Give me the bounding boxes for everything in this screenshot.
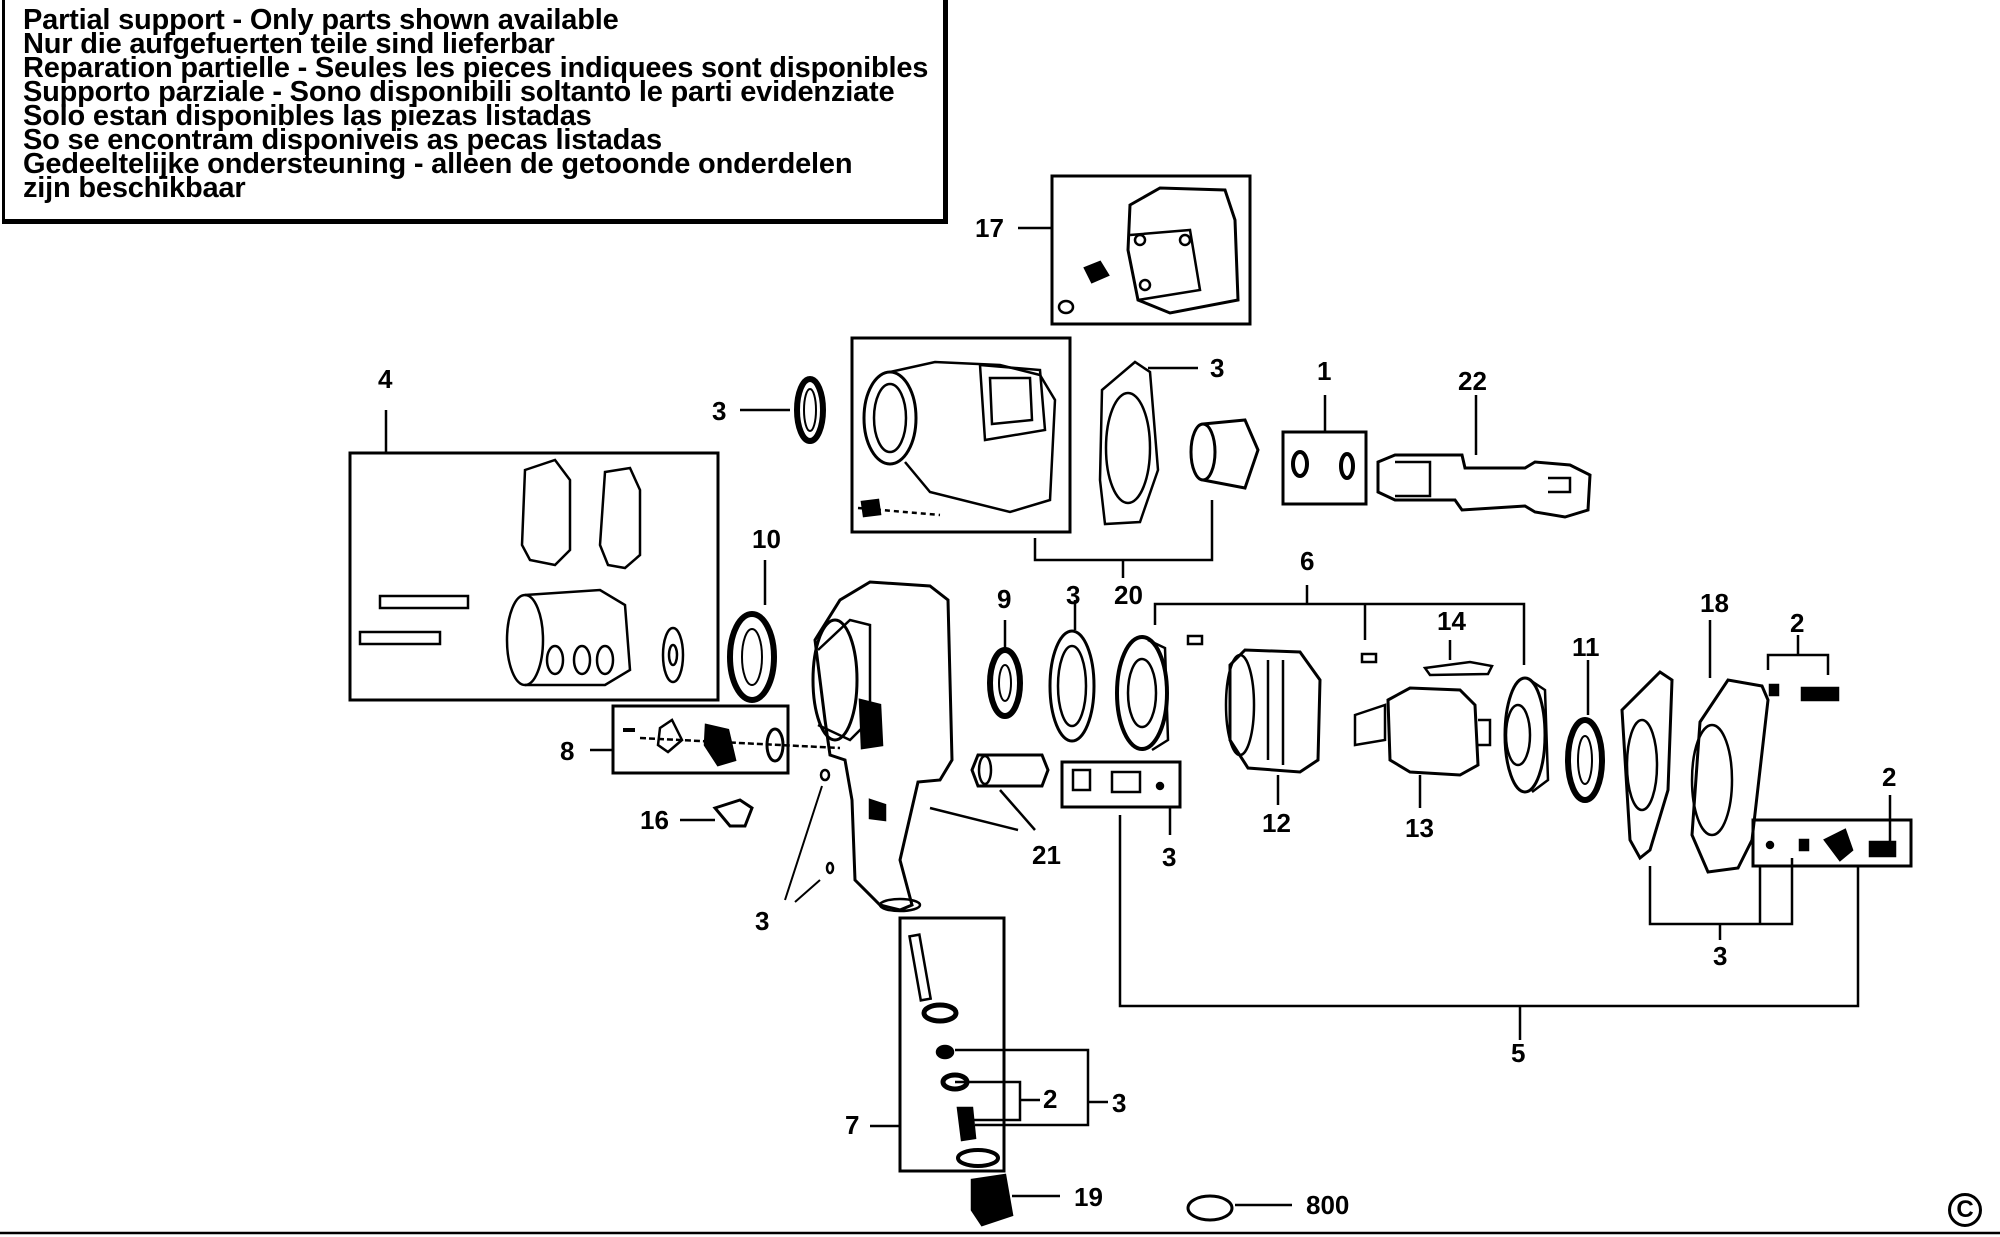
part-2-screw-bottom bbox=[1751, 795, 1913, 868]
part-6-end-plate bbox=[1115, 635, 1170, 752]
availability-notice: Partial support - Only parts shown avail… bbox=[2, 0, 948, 224]
part-10-bearing bbox=[727, 560, 777, 703]
part-22-anvil bbox=[1376, 395, 1592, 519]
part-14-vane bbox=[1422, 660, 1494, 677]
copyright-symbol: C bbox=[1948, 1193, 1982, 1227]
callout-21: 21 bbox=[1032, 840, 1061, 870]
part-13-rotor bbox=[1353, 686, 1492, 808]
callout-2-top: 2 bbox=[1790, 608, 1804, 638]
part-12-cylinder bbox=[1186, 634, 1378, 805]
part-800-label-disc bbox=[1186, 1194, 1292, 1222]
part-3-gasket bbox=[1098, 360, 1160, 526]
part-9-bearing bbox=[987, 620, 1023, 719]
callout-11: 11 bbox=[1572, 632, 1600, 662]
callout-3-handle-valve: 3 bbox=[1112, 1088, 1126, 1118]
callout-3-handle: 3 bbox=[755, 906, 769, 936]
bracket-6 bbox=[1153, 602, 1526, 665]
callout-17: 17 bbox=[975, 213, 1004, 243]
callout-5: 5 bbox=[1511, 1038, 1525, 1068]
notice-line-en: Partial support - Only parts shown avail… bbox=[23, 4, 619, 36]
callout-2-handle: 2 bbox=[1043, 1084, 1057, 1114]
notice-line-it: Supporto parziale - Sono disponibili sol… bbox=[23, 76, 895, 108]
callout-22: 22 bbox=[1458, 366, 1487, 396]
part-1-pins bbox=[1281, 395, 1368, 506]
part-6-rear-plate bbox=[1503, 676, 1550, 794]
part-7-handle-valve-assembly bbox=[870, 916, 1108, 1173]
part-16-trigger bbox=[712, 798, 754, 828]
callout-12: 12 bbox=[1262, 808, 1291, 838]
bracket-20 bbox=[1033, 500, 1214, 562]
callout-4: 4 bbox=[378, 364, 393, 394]
callout-3-seal: 3 bbox=[712, 396, 726, 426]
callout-19: 19 bbox=[1074, 1182, 1103, 1212]
part-4-hammer-cage bbox=[348, 410, 720, 702]
callout-14: 14 bbox=[1437, 606, 1466, 636]
part-2-screw-top bbox=[1766, 635, 1840, 702]
part-21-throttle-valve bbox=[929, 753, 1182, 835]
part-18-back-cover bbox=[1690, 620, 1770, 874]
callout-1: 1 bbox=[1317, 356, 1331, 386]
callout-9: 9 bbox=[997, 584, 1011, 614]
notice-line-nl: Gedeeltelijke ondersteuning - alleen de … bbox=[23, 148, 853, 180]
bracket-3-right bbox=[1648, 858, 1794, 926]
part-19-air-inlet-fitting bbox=[970, 1173, 1060, 1227]
callout-3-back: 3 bbox=[1713, 941, 1727, 971]
part-3-seal-ring bbox=[794, 376, 826, 444]
notice-line-de: Nur die aufgefuerten teile sind lieferba… bbox=[23, 28, 555, 60]
bracket-5 bbox=[1118, 815, 1860, 1008]
callout-3-throttle: 3 bbox=[1162, 842, 1176, 872]
callout-2-right: 2 bbox=[1882, 762, 1896, 792]
callout-13: 13 bbox=[1405, 813, 1434, 843]
callout-16: 16 bbox=[640, 805, 669, 835]
part-17-housing-cover bbox=[1050, 174, 1252, 326]
notice-line-fr: Reparation partielle - Seules les pieces… bbox=[23, 52, 929, 84]
notice-line-nl-cont: zijn beschikbaar bbox=[23, 172, 246, 204]
part-3-housing-assembly bbox=[850, 336, 1072, 534]
callout-3-end: 3 bbox=[1066, 580, 1080, 610]
callout-8: 8 bbox=[560, 736, 574, 766]
callout-18: 18 bbox=[1700, 588, 1729, 618]
callout-3-gasket: 3 bbox=[1210, 353, 1224, 383]
part-8-valve-assembly bbox=[590, 704, 841, 775]
part-11-bearing bbox=[1565, 660, 1605, 803]
callout-20: 20 bbox=[1114, 580, 1143, 610]
notice-line-es: Solo estan disponibles las piezas listad… bbox=[23, 100, 592, 132]
callout-6: 6 bbox=[1300, 546, 1314, 576]
part-20-bushing bbox=[1189, 418, 1260, 490]
tool-body-housing bbox=[811, 580, 954, 913]
callout-800: 800 bbox=[1306, 1190, 1349, 1220]
part-3-end-gasket bbox=[1048, 600, 1096, 743]
callout-10: 10 bbox=[752, 524, 781, 554]
part-3-back-gasket bbox=[1620, 670, 1674, 861]
notice-line-pt: So se encontram disponiveis as pecas lis… bbox=[23, 124, 662, 156]
callout-7: 7 bbox=[845, 1110, 859, 1140]
